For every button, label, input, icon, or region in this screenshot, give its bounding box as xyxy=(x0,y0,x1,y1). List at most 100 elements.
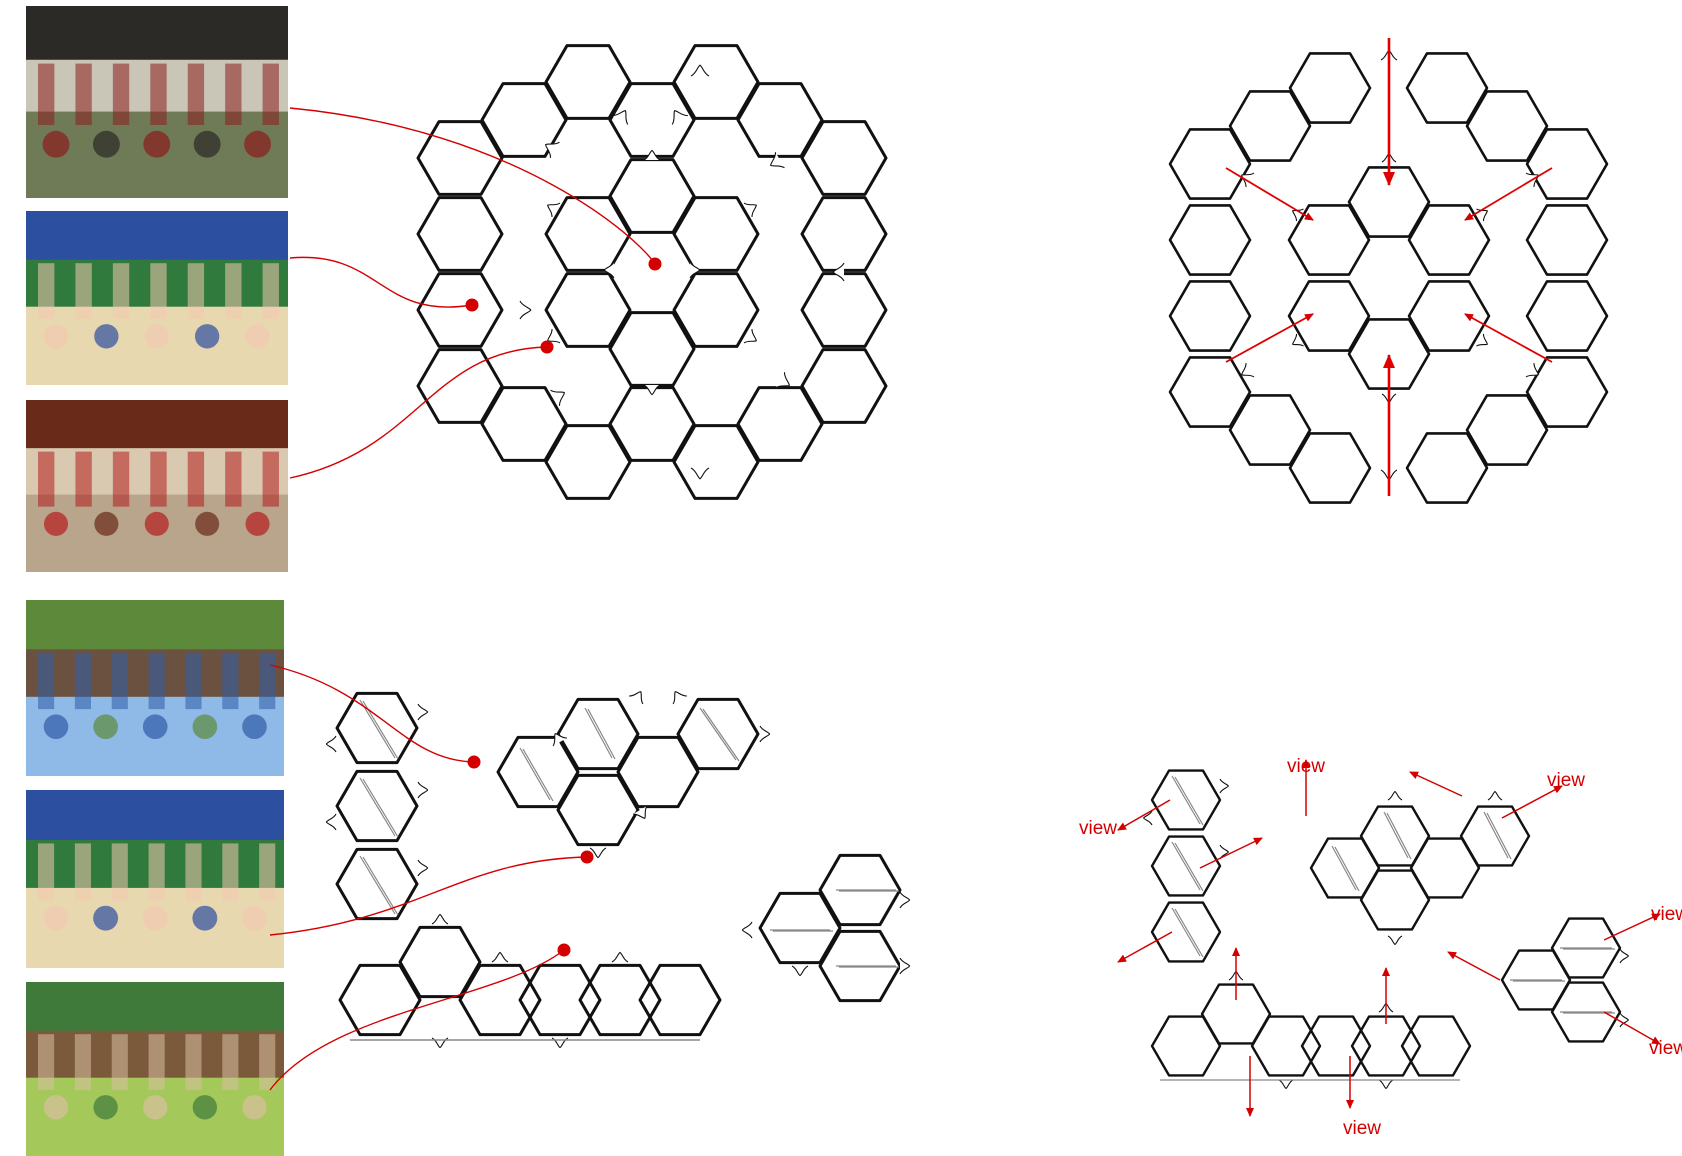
entry-notch xyxy=(417,781,429,799)
entry-notch xyxy=(791,965,809,977)
interior-wall xyxy=(359,855,396,915)
photo-link-curve xyxy=(269,664,475,763)
view-arrow xyxy=(1603,1011,1661,1045)
converging-arrow xyxy=(1464,167,1553,221)
hex-cell xyxy=(800,196,888,272)
photo-link-curve xyxy=(289,346,548,479)
photo-link-curve xyxy=(289,256,473,308)
hex-cell xyxy=(480,82,568,158)
hex-cell xyxy=(616,735,700,809)
entry-notch xyxy=(743,329,757,344)
entry-notch xyxy=(1619,1012,1630,1028)
interior-wall xyxy=(1331,845,1357,891)
hex-cell xyxy=(556,697,640,771)
entry-notch xyxy=(741,921,753,939)
entry-notch xyxy=(899,957,911,975)
entry-notch xyxy=(552,733,567,747)
hex-cell xyxy=(1150,901,1222,963)
entry-notch xyxy=(759,725,771,743)
entry-notch xyxy=(899,891,911,909)
entry-notch xyxy=(775,372,790,389)
photo-playground xyxy=(26,982,284,1156)
hex-cell xyxy=(1405,52,1489,124)
hex-cell xyxy=(608,158,696,234)
view-label: view xyxy=(1547,770,1585,791)
interior-wall xyxy=(1483,811,1509,859)
entry-notch xyxy=(550,389,565,406)
hex-cell xyxy=(1150,769,1222,831)
entry-notch xyxy=(629,691,644,705)
location-dot xyxy=(465,298,479,312)
hex-cell xyxy=(1168,128,1252,200)
hex-cell xyxy=(1168,280,1252,352)
entry-notch xyxy=(612,110,629,125)
entry-notch xyxy=(643,149,661,161)
interior-wall xyxy=(1386,812,1412,860)
entry-notch xyxy=(603,261,615,279)
photo-link-curve xyxy=(289,107,656,265)
hex-cell xyxy=(1465,90,1549,162)
entry-notch xyxy=(832,262,845,282)
hex-cell xyxy=(416,120,504,196)
hex-cell xyxy=(608,311,696,387)
entry-notch xyxy=(643,384,661,396)
photo-courtyard xyxy=(26,6,288,198)
hex-cell xyxy=(672,424,760,500)
hex-cell xyxy=(818,929,902,1003)
entry-notch xyxy=(1278,1079,1294,1090)
entry-notch xyxy=(545,141,560,158)
entry-notch xyxy=(633,805,648,819)
hex-cell xyxy=(818,853,902,927)
entry-notch xyxy=(611,951,629,963)
interior-wall xyxy=(1171,775,1201,825)
hex-cell xyxy=(1287,280,1371,352)
hex-cell xyxy=(1550,917,1622,979)
hex-cell xyxy=(480,386,568,462)
interior-wall xyxy=(1383,811,1409,859)
hex-cell xyxy=(1150,835,1222,897)
interior-wall xyxy=(699,707,737,761)
entry-notch xyxy=(1387,790,1403,801)
view-arrow xyxy=(1501,785,1563,819)
entry-notch xyxy=(689,261,701,279)
entry-notch xyxy=(325,813,337,831)
hex-cell xyxy=(556,773,640,847)
entry-notch xyxy=(1525,363,1539,378)
location-dot xyxy=(648,257,662,271)
interior-wall xyxy=(522,748,554,802)
entry-notch xyxy=(1378,1079,1394,1090)
hex-cell xyxy=(544,424,632,500)
location-dot xyxy=(580,850,594,864)
hex-cell xyxy=(518,963,602,1037)
hex-cell xyxy=(1405,432,1489,504)
hex-cell xyxy=(1288,432,1372,504)
hex-cell xyxy=(1250,1015,1322,1077)
hex-cell xyxy=(676,697,760,771)
interior-wall xyxy=(1174,776,1204,826)
view-arrow xyxy=(1199,837,1263,869)
hex-cell xyxy=(800,120,888,196)
hex-cell xyxy=(1525,128,1609,200)
entry-notch xyxy=(1292,333,1304,347)
hex-cell xyxy=(736,386,824,462)
interior-wall xyxy=(1486,812,1512,860)
converging-arrow xyxy=(1225,167,1314,221)
entry-notch xyxy=(1476,333,1488,347)
hex-cell xyxy=(1525,204,1609,276)
hex-cell xyxy=(416,196,504,272)
interior-wall xyxy=(587,708,616,760)
interior-wall xyxy=(584,707,613,759)
photo-link-curve xyxy=(269,949,565,1091)
interior-wall xyxy=(519,747,551,801)
view-label: view xyxy=(1343,1118,1381,1139)
interior-wall xyxy=(362,856,399,916)
hex-cell xyxy=(672,44,760,120)
hex-cell xyxy=(1288,52,1372,124)
interior-wall xyxy=(702,708,740,762)
hex-cell xyxy=(1407,204,1491,276)
hex-cell xyxy=(1228,90,1312,162)
hex-cell xyxy=(1168,204,1252,276)
hex-cell xyxy=(736,82,824,158)
entry-notch xyxy=(1142,810,1153,826)
